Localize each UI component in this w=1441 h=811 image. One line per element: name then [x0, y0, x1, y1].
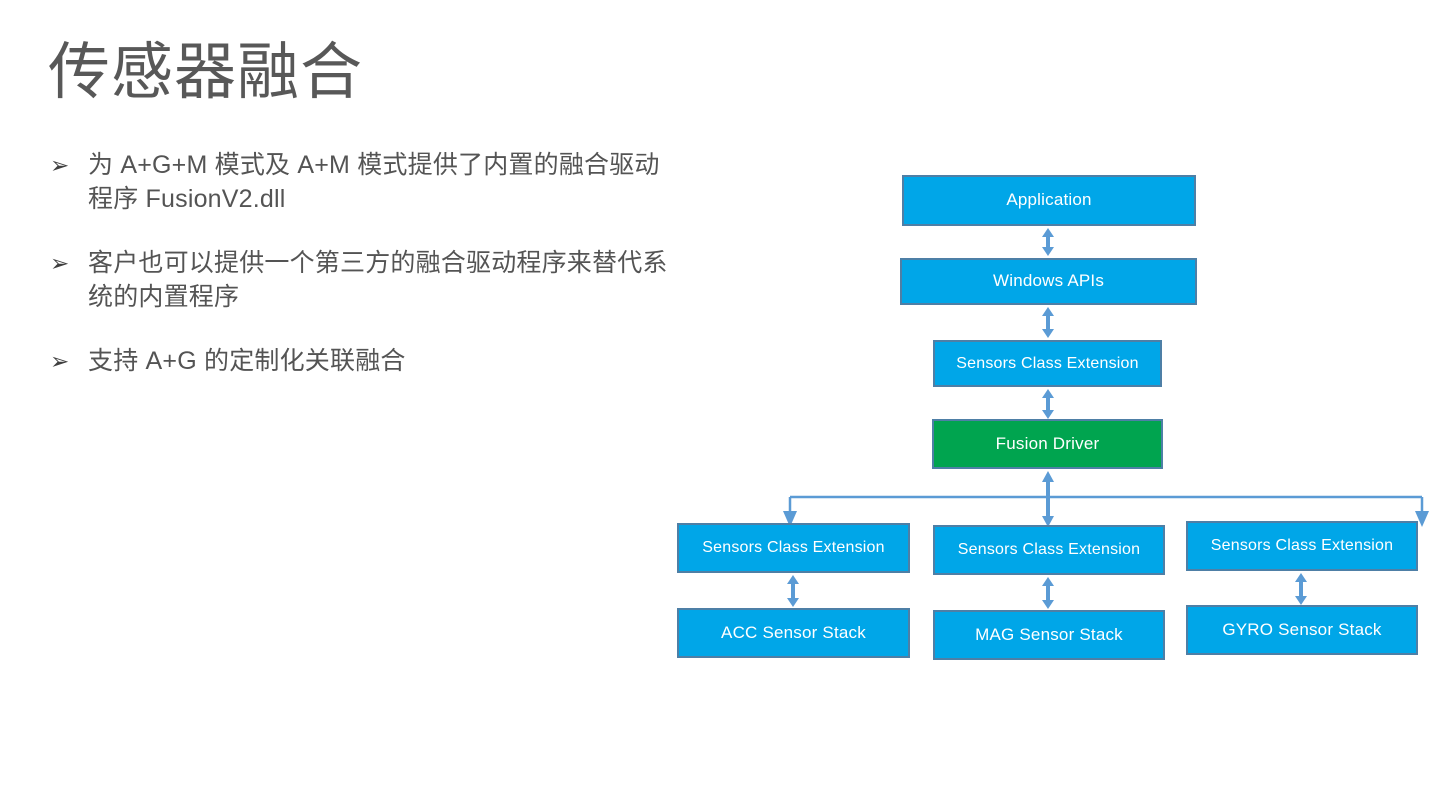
bullet-list: ➢ 为 A+G+M 模式及 A+M 模式提供了内置的融合驱动程序 FusionV…: [48, 148, 673, 408]
node-windows-apis: Windows APIs: [900, 258, 1197, 305]
arrow-sensors-class-extension-fusion-driver: [1040, 389, 1056, 419]
list-item: ➢ 支持 A+G 的定制化关联融合: [48, 344, 673, 378]
architecture-diagram: Application Windows APIs Sensors Class E…: [660, 160, 1430, 680]
bullet-arrow-icon: ➢: [50, 250, 70, 276]
list-item: ➢ 客户也可以提供一个第三方的融合驱动程序来替代系统的内置程序: [48, 246, 673, 314]
arrow-acc-extension-acc-stack: [785, 575, 801, 607]
node-sensors-class-extension-mag: Sensors Class Extension: [933, 525, 1165, 575]
node-gyro-sensor-stack: GYRO Sensor Stack: [1186, 605, 1418, 655]
connector-fusion-driver-bus: [776, 471, 1436, 531]
list-item-label: 为 A+G+M 模式及 A+M 模式提供了内置的融合驱动程序 FusionV2.…: [88, 151, 660, 213]
node-mag-sensor-stack: MAG Sensor Stack: [933, 610, 1165, 660]
bullet-arrow-icon: ➢: [50, 152, 70, 178]
bullet-arrow-icon: ➢: [50, 348, 70, 374]
arrow-application-windows-apis: [1040, 228, 1056, 256]
arrow-gyro-extension-gyro-stack: [1293, 573, 1309, 605]
arrow-mag-extension-mag-stack: [1040, 577, 1056, 609]
list-item-label: 支持 A+G 的定制化关联融合: [88, 347, 406, 375]
list-item-label: 客户也可以提供一个第三方的融合驱动程序来替代系统的内置程序: [88, 249, 668, 311]
node-acc-sensor-stack: ACC Sensor Stack: [677, 608, 910, 658]
node-sensors-class-extension-gyro: Sensors Class Extension: [1186, 521, 1418, 571]
node-sensors-class-extension-top: Sensors Class Extension: [933, 340, 1162, 387]
arrow-fusion-driver-mag-extension: [1040, 471, 1056, 527]
node-fusion-driver: Fusion Driver: [932, 419, 1163, 469]
node-application: Application: [902, 175, 1196, 226]
arrow-windows-apis-sensors-class-extension: [1040, 307, 1056, 338]
node-sensors-class-extension-acc: Sensors Class Extension: [677, 523, 910, 573]
page-title: 传感器融合: [48, 38, 364, 107]
list-item: ➢ 为 A+G+M 模式及 A+M 模式提供了内置的融合驱动程序 FusionV…: [48, 148, 673, 216]
